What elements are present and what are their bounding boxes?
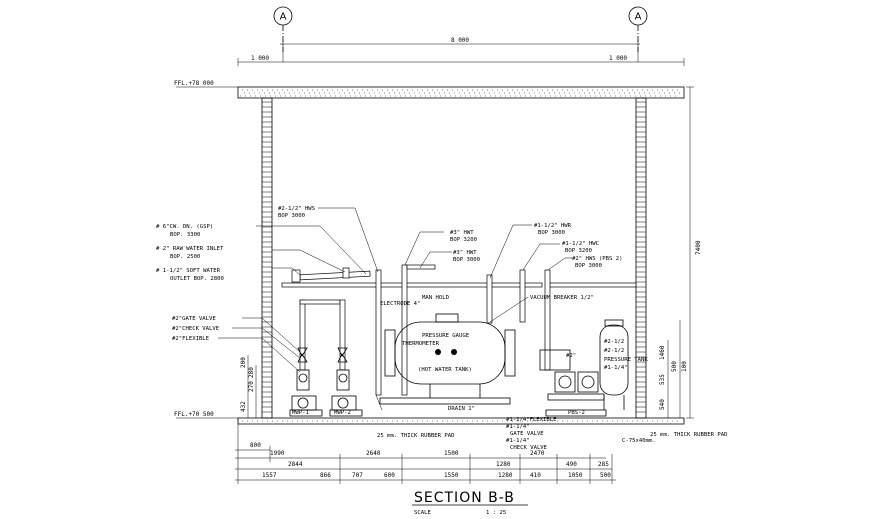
label-electrode: ELECTRODE 4" bbox=[380, 301, 420, 307]
svg-text:1500: 1500 bbox=[444, 450, 459, 457]
label-raw-bop: BOP. 2500 bbox=[170, 254, 200, 260]
level-bottom: FFL.+70 500 bbox=[174, 411, 214, 418]
pump-pbs-2 bbox=[539, 349, 607, 417]
label-pressure-tank-c: PRESSURE TANK bbox=[604, 357, 648, 363]
label-hwt2-bop: BOP 3000 bbox=[453, 257, 480, 263]
label-hwc-bop: BOP 3200 bbox=[565, 248, 592, 254]
label-hwt1: #3" HWT bbox=[450, 230, 474, 236]
label-hwr: #1-1/2" HWR bbox=[534, 223, 572, 229]
left-dimensions: 200 270 280 432 bbox=[240, 355, 257, 418]
dim-slab: 100 bbox=[681, 361, 688, 372]
label-flexible-1-4: #1-1/4"FLEXIBLE bbox=[506, 417, 557, 423]
svg-text:1990: 1990 bbox=[270, 450, 285, 457]
label-gate-1-4: #1-1/4" bbox=[506, 424, 530, 430]
label-cw-dn: # 6"CW. DN. (GSP) bbox=[156, 224, 213, 230]
pressure-tank bbox=[599, 319, 629, 410]
left-wall bbox=[261, 97, 273, 419]
label-manhold: MAN HOLD bbox=[422, 295, 450, 301]
svg-text:A: A bbox=[635, 12, 642, 23]
label-hws-pbs: #2" HWS (PBS 2) bbox=[572, 256, 623, 262]
dim-d4: 540 bbox=[659, 399, 666, 410]
label-soft-water: # 1-1/2" SOFT WATER bbox=[156, 268, 221, 274]
dim-d1: 500 bbox=[671, 361, 678, 372]
pump-mwp-2 bbox=[329, 299, 363, 417]
bottom-dimensions: 800 1990 2640 1500 2470 2844 1280 490 28… bbox=[235, 424, 616, 484]
label-check-1-4-b: CHECK VALVE bbox=[510, 445, 548, 451]
label-channel: C-75x40mm. bbox=[622, 438, 656, 444]
svg-text:285: 285 bbox=[598, 461, 609, 468]
svg-text:1550: 1550 bbox=[444, 472, 459, 479]
label-thermometer: THERMOMETER bbox=[402, 341, 440, 347]
label-hws-pbs-bop: BOP 3000 bbox=[575, 263, 602, 269]
leader-lines bbox=[218, 207, 572, 411]
dim-left: 1 000 bbox=[251, 55, 269, 62]
label-pressure-gauge: PRESSURE GAUGE bbox=[422, 333, 470, 339]
svg-text:200: 200 bbox=[240, 357, 247, 368]
label-hws-top: #2-1/2" HWS bbox=[278, 206, 315, 212]
svg-text:432: 432 bbox=[240, 401, 247, 412]
svg-text:600: 600 bbox=[384, 472, 395, 479]
label-flexible: #2"FLEXIBLE bbox=[172, 336, 210, 342]
svg-text:866: 866 bbox=[320, 472, 331, 479]
svg-text:280: 280 bbox=[248, 367, 255, 378]
svg-text:2470: 2470 bbox=[530, 450, 545, 457]
svg-text:1280: 1280 bbox=[498, 472, 513, 479]
svg-text:2844: 2844 bbox=[288, 461, 303, 468]
label-drain: DRAIN 1" bbox=[448, 406, 475, 412]
pump-mwp-1 bbox=[289, 299, 341, 417]
label-raw-inlet: # 2" RAW WATER INLET bbox=[156, 246, 224, 252]
svg-text:1280: 1280 bbox=[496, 461, 511, 468]
dim-d2: 535 bbox=[659, 374, 666, 385]
label-rubber-pad-left: 25 mm. THICK RUBBER PAD bbox=[377, 433, 455, 439]
svg-text:410: 410 bbox=[530, 472, 541, 479]
label-cw-bop: BOP. 3300 bbox=[170, 232, 200, 238]
label-mwp1: MWP-1 bbox=[292, 410, 309, 416]
label-vacuum-breaker: VACUUM BREAKER 1/2" bbox=[530, 295, 594, 301]
title-block: SECTION B-B SCALE 1 : 25 bbox=[412, 490, 528, 516]
label-hwr-bop: BOP 3000 bbox=[538, 230, 565, 236]
label-hws-top-bop: BOP 3000 bbox=[278, 213, 305, 219]
label-hwc: #1-1/2" HWC bbox=[562, 241, 599, 247]
label-pressure-tank-b: #2-1/2 bbox=[604, 348, 624, 354]
label-hwt2: #3" HWT bbox=[453, 250, 477, 256]
label-soft-outlet: OUTLET BOP. 2800 bbox=[170, 276, 224, 282]
label-pbs2: PBS-2 bbox=[568, 410, 585, 416]
hot-water-tank bbox=[379, 313, 516, 405]
svg-text:A: A bbox=[280, 12, 287, 23]
dim-right: 1 000 bbox=[609, 55, 627, 62]
label-gate-1-4-b: GATE VALVE bbox=[510, 431, 544, 437]
top-dimensions: 8 000 1 000 1 000 bbox=[237, 37, 685, 66]
label-pressure-tank-a: #2-1/2 bbox=[604, 339, 624, 345]
dim-d3: 1460 bbox=[659, 345, 666, 360]
label-rubber-pad-right: 25 mm. THICK RUBBER PAD bbox=[650, 432, 728, 438]
svg-text:270: 270 bbox=[248, 381, 255, 392]
label-valve-2: #2" bbox=[566, 353, 576, 359]
svg-text:800: 800 bbox=[250, 442, 261, 449]
dim-height: 7400 bbox=[695, 240, 702, 255]
label-hot-water-tank: (HOT WATER TANK) bbox=[418, 367, 472, 373]
label-gate-valve: #2"GATE VALVE bbox=[172, 316, 216, 322]
label-check-valve: #2"CHECK VALVE bbox=[172, 326, 220, 332]
floor-slab: FFL.+70 500 bbox=[174, 411, 685, 425]
top-slab: FFL.+78 000 bbox=[174, 80, 685, 99]
scale-value: 1 : 25 bbox=[486, 510, 506, 516]
level-top: FFL.+78 000 bbox=[174, 80, 214, 87]
top-pipe-header bbox=[281, 264, 637, 396]
svg-text:500: 500 bbox=[600, 472, 611, 479]
svg-text:707: 707 bbox=[352, 472, 363, 479]
label-hwt1-bop: BOP 3200 bbox=[450, 237, 477, 243]
svg-text:2640: 2640 bbox=[366, 450, 381, 457]
right-wall bbox=[635, 97, 647, 419]
svg-text:490: 490 bbox=[566, 461, 577, 468]
label-pressure-tank-d: #1-1/4" bbox=[604, 365, 628, 371]
label-mwp2: MWP-2 bbox=[334, 410, 351, 416]
scale-label: SCALE bbox=[414, 510, 431, 516]
right-dimensions: 7400 100 500 535 1460 540 bbox=[659, 86, 702, 419]
label-check-1-4: #1-1/4" bbox=[506, 438, 530, 444]
dim-overall: 8 000 bbox=[451, 37, 469, 44]
svg-text:1557: 1557 bbox=[262, 472, 277, 479]
section-title: SECTION B-B bbox=[414, 490, 515, 506]
svg-text:1050: 1050 bbox=[568, 472, 583, 479]
